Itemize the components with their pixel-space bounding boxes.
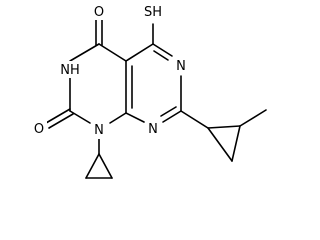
bond-n8-c8a bbox=[125, 112, 145, 123]
bond-cpr2-c bbox=[207, 125, 241, 129]
bond-c7-n8 bbox=[162, 110, 182, 123]
bond-c2-n1 bbox=[69, 110, 91, 124]
atom-nitrogen-right: N bbox=[176, 59, 186, 74]
atom-nitrogen-n1: N bbox=[94, 123, 104, 138]
molecule-structure: O SH NH N O N N bbox=[31, 3, 267, 179]
atom-oxygen-left: O bbox=[34, 122, 44, 137]
bond-c2-o-b bbox=[48, 113, 74, 129]
atom-nitrogen-bottom: N bbox=[148, 122, 158, 137]
bond-cpr2-b bbox=[231, 125, 241, 162]
bond-methyl bbox=[239, 109, 267, 127]
bond-c5-n6-inner bbox=[153, 50, 169, 61]
bond-c7-n8-inner bbox=[160, 106, 177, 117]
atom-labels: O SH NH N O N N bbox=[31, 3, 189, 139]
bond-c5-n6 bbox=[152, 43, 173, 57]
atom-thiol-sh: SH bbox=[144, 5, 162, 20]
bond-cpr2-a bbox=[207, 127, 233, 162]
bond-c4a-c5 bbox=[125, 43, 154, 62]
bond-c7-cpr bbox=[180, 110, 209, 129]
bonds bbox=[45, 18, 267, 179]
bond-cpr1-a bbox=[85, 153, 100, 179]
bond-c4-c4a bbox=[98, 43, 127, 62]
bond-c4-n3 bbox=[69, 43, 100, 62]
bond-n1-c8a bbox=[109, 112, 127, 124]
atom-oxygen-top: O bbox=[94, 5, 104, 20]
bond-c2-o-a bbox=[45, 108, 71, 124]
bond-cpr1-c bbox=[98, 153, 113, 179]
atom-nh: NH bbox=[60, 63, 80, 78]
